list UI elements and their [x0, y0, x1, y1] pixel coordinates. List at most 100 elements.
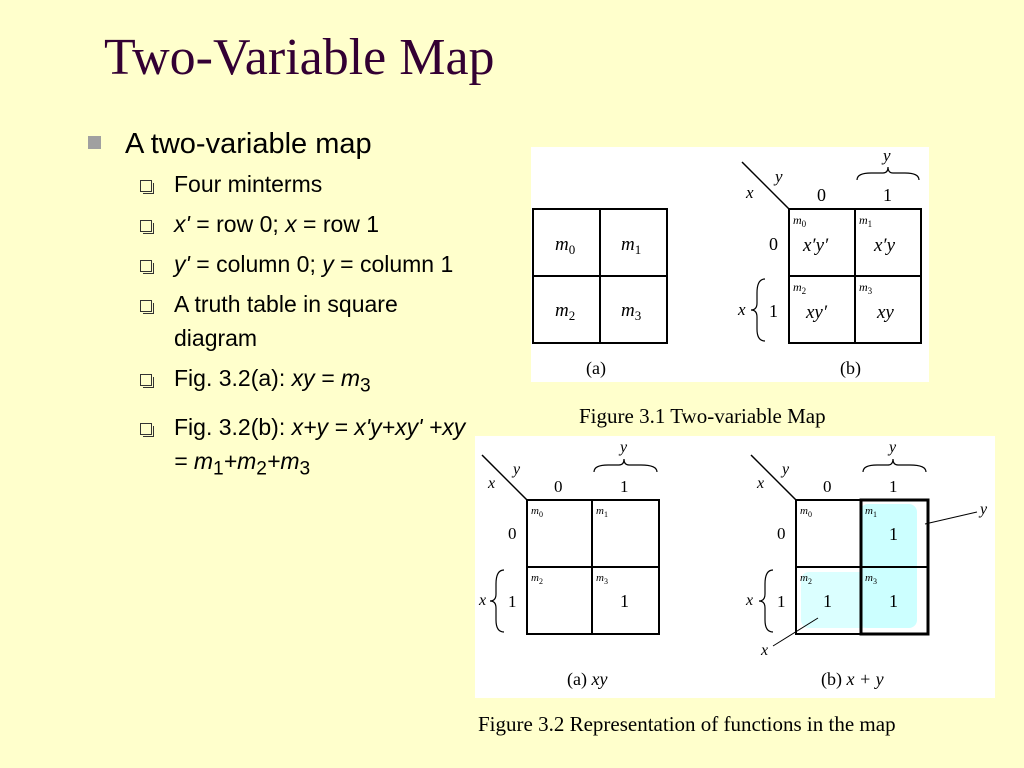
sub-item-text: A truth table in square diagram [174, 291, 398, 351]
sub-item-truth-table: A truth table in square diagram [140, 287, 468, 355]
bullet-main-text: A two-variable map [125, 128, 372, 160]
x-group-pointer [772, 617, 819, 647]
map-b-cell-m2-label: m2 [793, 280, 806, 296]
figure-3-1-drawing: m0 m1 m2 m3 (a) x y y 0 1 0 1 x m0 m1 m2… [532, 146, 922, 379]
map-3-2a-y-brace-label: y [618, 439, 628, 456]
square-bullet-icon [88, 136, 101, 149]
subscript: 3 [359, 375, 371, 397]
map-3-2a-row1-label: 1 [508, 592, 517, 611]
map-3-2b-cell-m1-value: 1 [889, 524, 898, 544]
map-b-col1-label: 1 [883, 185, 892, 205]
map-a-cell-m3: m3 [621, 300, 641, 323]
map-3-2b-m3: m3 [865, 572, 877, 586]
minterm-letter: m [193, 447, 213, 474]
sub-item-text: y' = column 0; y = column 1 [174, 247, 453, 281]
sub-item-text-part: = column 0; [189, 251, 323, 277]
subscript: 2 [256, 458, 267, 480]
map-a-cell-m2: m2 [555, 300, 575, 323]
map-3-2b-label: (b) x + y [821, 669, 884, 690]
sub-item-text-part: Fig. 3.2(a): [174, 365, 292, 391]
map-b-cell-xyp: xy′ [805, 302, 828, 323]
map-3-2b-cell-m2-value: 1 [823, 591, 832, 611]
checkbox-bullet-icon [140, 300, 154, 314]
map-3-2a-x-label: x [487, 475, 495, 492]
checkbox-bullet-icon [140, 220, 154, 234]
map-b-y-label: y [773, 167, 783, 186]
sub-item-text-part: = row 1 [296, 211, 380, 237]
y-group-pointer [924, 511, 978, 525]
minterm-letter: +m [223, 447, 257, 474]
map-3-2a-corner-diagonal [481, 454, 528, 501]
map-3-2a-row0-label: 0 [508, 524, 517, 543]
figure-3-2-drawing: x y y 0 1 0 1 x m0 m1 m2 m3 1 (a) xy x y… [478, 439, 988, 690]
var-x: x [285, 211, 297, 237]
map-b-x-brace-label: x [737, 300, 746, 319]
map-b-x-label: x [745, 183, 754, 202]
map-b-row0-label: 0 [769, 234, 778, 254]
x-group-pointer-label: x [760, 642, 768, 659]
sub-item-fig-a: Fig. 3.2(a): xy = m3 [140, 361, 468, 404]
map-3-2a-x-brace-label: x [478, 592, 486, 609]
map-b-cell-m0-label: m0 [793, 213, 807, 229]
sub-item-text-part: = column 1 [333, 251, 454, 277]
subscript: 3 [299, 458, 311, 480]
map-b-label: (b) [840, 358, 861, 379]
map-3-2a-m1: m1 [596, 505, 608, 519]
slide-title: Two-Variable Map [104, 29, 495, 86]
map-a-cell-m0: m0 [555, 234, 575, 257]
sub-item-text: x' = row 0; x = row 1 [174, 207, 379, 241]
map-b-row1-label: 1 [769, 301, 778, 321]
checkbox-bullet-icon [140, 180, 154, 194]
map-3-2a-label: (a) xy [567, 669, 607, 690]
y-group-pointer-label: y [978, 501, 988, 518]
sub-item-text-part: = row 0; [189, 211, 286, 237]
map-b-cell-xy: xy [876, 302, 894, 323]
figure-3-2-caption: Figure 3.2 Representation of functions i… [478, 712, 896, 736]
map-b-cell-m1-label: m1 [859, 213, 872, 229]
group-highlight-x [801, 572, 913, 628]
map-b-cell-xpy: x′y [873, 235, 896, 256]
map-3-2b-y-brace-label: y [887, 439, 897, 456]
map-3-2b-m0: m0 [800, 505, 812, 519]
figure-3-2: x y y 0 1 0 1 x m0 m1 m2 m3 1 (a) xy x y… [475, 436, 995, 698]
map-3-2a-cell-m3-value: 1 [620, 591, 629, 611]
sub-bullet-list: Four minterms x' = row 0; x = row 1 y' =… [140, 167, 468, 486]
sub-item-text-part: Four minterms [174, 171, 323, 197]
map-3-2a-m3: m3 [596, 572, 608, 586]
figure-3-1-caption: Figure 3.1 Two-variable Map [579, 404, 826, 428]
map-3-2b-row0-label: 0 [777, 524, 786, 543]
sub-item-rows: x' = row 0; x = row 1 [140, 207, 468, 241]
map-3-2b-m1: m1 [865, 505, 877, 519]
bullet-main: A two-variable map [88, 128, 468, 161]
map-3-2b-corner-diagonal [750, 454, 797, 501]
map-b-cell-m3-label: m3 [859, 280, 873, 296]
map-a-cell-m1: m1 [621, 234, 641, 257]
fig-b-expression: x+y = x'y+xy' +xy = [174, 413, 466, 474]
map-3-2b-row1-label: 1 [777, 592, 786, 611]
sub-item-text: Fig. 3.2(b): x+y = x'y+xy' +xy = m1+m2+m… [174, 410, 468, 487]
map-a-label: (a) [586, 358, 606, 379]
figure-3-1: m0 m1 m2 m3 (a) x y y 0 1 0 1 x m0 m1 m2… [531, 146, 929, 382]
var-y: y [322, 251, 334, 277]
map-3-2b-col1-label: 1 [889, 477, 898, 496]
var-x-prime: x' [174, 211, 190, 237]
map-3-2a-y-label: y [511, 461, 521, 478]
map-3-2b-y-label: y [780, 461, 790, 478]
sub-item-fig-b: Fig. 3.2(b): x+y = x'y+xy' +xy = m1+m2+m… [140, 410, 468, 487]
map-3-2b-x-label: x [756, 475, 764, 492]
map-b-corner-diagonal [741, 161, 790, 210]
sub-item-columns: y' = column 0; y = column 1 [140, 247, 468, 281]
map-3-2a-m2: m2 [531, 572, 543, 586]
map-3-2a-m0: m0 [531, 505, 543, 519]
checkbox-bullet-icon [140, 422, 154, 437]
map-3-2a-col1-label: 1 [620, 477, 629, 496]
subscript: 1 [213, 458, 224, 480]
map-3-2a-col0-label: 0 [554, 477, 563, 496]
checkbox-bullet-icon [140, 260, 154, 274]
fig-a-expression: xy = m [291, 365, 360, 391]
map-3-2b-left-brace [758, 569, 774, 633]
checkbox-bullet-icon [140, 374, 154, 388]
bullet-list: A two-variable map Four minterms x' = ro… [88, 128, 468, 492]
map-3-2b-col0-label: 0 [823, 477, 832, 496]
sub-item-text-part: Fig. 3.2(b): [174, 413, 292, 440]
